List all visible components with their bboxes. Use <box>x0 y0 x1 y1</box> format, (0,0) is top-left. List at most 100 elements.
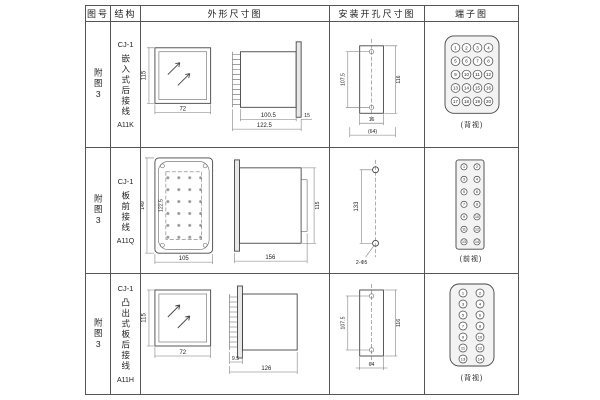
dim-front-width: 105 <box>179 256 190 262</box>
dim-front-width: 72 <box>179 106 186 112</box>
terminal-comb-fins <box>232 54 241 105</box>
dim-width: 64 <box>369 362 375 368</box>
terminal-number: 10 <box>478 334 483 339</box>
terminal-number: 8 <box>479 323 482 328</box>
structure-label: 嵌入式后接线 <box>120 54 131 117</box>
terminal-circle <box>450 43 461 53</box>
dim-line <box>355 357 388 370</box>
terminal-circle <box>475 354 485 364</box>
dim-front-width: 72 <box>179 350 186 356</box>
dim-inner-height: 122.5 <box>159 199 165 212</box>
mounting-flange <box>295 41 302 118</box>
terminal-circle <box>458 343 468 353</box>
terminal-block <box>449 283 495 367</box>
outline-drawing-a11q: 149 122.5 105 156 115 <box>141 157 321 265</box>
corner-screw <box>202 163 208 169</box>
dim-line <box>345 295 370 351</box>
structure-cell-row1: CJ-1 嵌入式后接线 A11K <box>111 22 141 148</box>
mounting-drawing-a11h: 107.5 116 64 <box>340 284 402 370</box>
terminal-circle <box>483 56 494 66</box>
header-fig-no: 图号 <box>86 6 111 22</box>
fig-no-cell-row3: 附图3 <box>86 274 111 394</box>
terminal-number: 14 <box>464 86 469 91</box>
dim-line <box>384 289 398 357</box>
dim-side-height: 115 <box>315 201 321 209</box>
model-label: CJ-1 <box>117 176 134 186</box>
terminal-circle <box>472 96 483 107</box>
terminal-number: 6 <box>479 312 482 317</box>
fig-no-label: 附图3 <box>93 317 104 351</box>
terminal-circle <box>460 188 468 196</box>
dim-width-2: (64) <box>368 129 377 135</box>
outline-cell-row3: 115 72 9.5 126 <box>141 274 330 394</box>
terminal-circle <box>475 343 485 353</box>
dim-front-height: 115 <box>141 313 147 323</box>
dim-line <box>144 157 154 254</box>
terminal-circle <box>483 43 494 53</box>
terminal-number: 11 <box>475 72 480 77</box>
dim-line <box>232 109 302 132</box>
terminal-circle <box>458 310 468 320</box>
dim-hole-spacing: 107.5 <box>340 316 346 329</box>
terminal-number: 9 <box>463 215 465 219</box>
front-view-inner <box>158 51 207 100</box>
terminal-number: 11 <box>461 345 466 350</box>
side-view-body <box>240 51 297 108</box>
terminal-circle <box>458 288 468 298</box>
terminal-circle <box>483 69 494 80</box>
mounting-drawing-a11k: 107.5 116 16 (64) <box>340 38 402 138</box>
terminal-number: 8 <box>487 59 490 64</box>
fig-no-label: 附图3 <box>93 194 104 227</box>
indicator-arrow <box>177 315 191 329</box>
terminal-number: 1 <box>454 45 457 50</box>
mounting-cell-row2: 133 2-Φ5 <box>330 148 425 274</box>
terminal-number: 12 <box>478 345 483 350</box>
terminal-circle <box>458 354 468 364</box>
fig-no-cell-row2: 附图3 <box>86 148 111 274</box>
front-view-outer <box>154 289 212 347</box>
model-label: CJ-1 <box>117 40 134 49</box>
terminal-number: 3 <box>462 301 465 306</box>
front-view-inner <box>158 293 207 343</box>
dim-line <box>384 45 398 114</box>
terminal-number: 1 <box>462 290 465 295</box>
dim-line <box>229 352 298 374</box>
terminal-circle <box>475 321 485 331</box>
terminal-circle <box>473 163 481 171</box>
terminal-number: 14 <box>478 356 483 361</box>
terminal-number: 10 <box>464 72 469 77</box>
side-view-body <box>239 167 302 244</box>
dim-hole-spacing: 133 <box>354 201 360 212</box>
dim-comb-depth: 9.5 <box>232 356 239 362</box>
terminal-circle <box>473 213 481 221</box>
terminal-circle <box>458 299 468 309</box>
terminal-number: 10 <box>475 215 479 219</box>
terminal-number: 19 <box>475 99 480 104</box>
terminal-number: 4 <box>476 178 478 182</box>
mounting-cell-row3: 107.5 116 64 <box>330 274 425 394</box>
type-code-label: A11Q <box>116 237 135 245</box>
terminal-number: 20 <box>486 99 491 104</box>
terminal-number: 7 <box>476 59 479 64</box>
mounting-flange <box>237 285 243 359</box>
mounting-drawing-a11q: 133 2-Φ5 <box>354 159 379 266</box>
terminal-circle <box>461 69 472 80</box>
terminal-circle <box>472 56 483 66</box>
terminal-number: 16 <box>486 86 491 91</box>
header-outline: 外形尺寸图 <box>141 6 330 22</box>
front-view-outer <box>154 157 214 254</box>
dim-total-depth: 122.5 <box>257 123 273 129</box>
structure-label: 凸出式板后接线 <box>120 298 131 372</box>
terminal-circle <box>473 225 481 233</box>
terminal-number: 13 <box>461 356 466 361</box>
terminal-circle <box>472 83 483 93</box>
header-structure: 结构 <box>111 6 141 22</box>
terminal-circle <box>475 332 485 342</box>
dim-cutout-height: 116 <box>396 75 402 83</box>
terminal-circle <box>475 310 485 320</box>
terminal-comb-fins <box>229 296 238 348</box>
terminal-number: 11 <box>462 228 466 232</box>
